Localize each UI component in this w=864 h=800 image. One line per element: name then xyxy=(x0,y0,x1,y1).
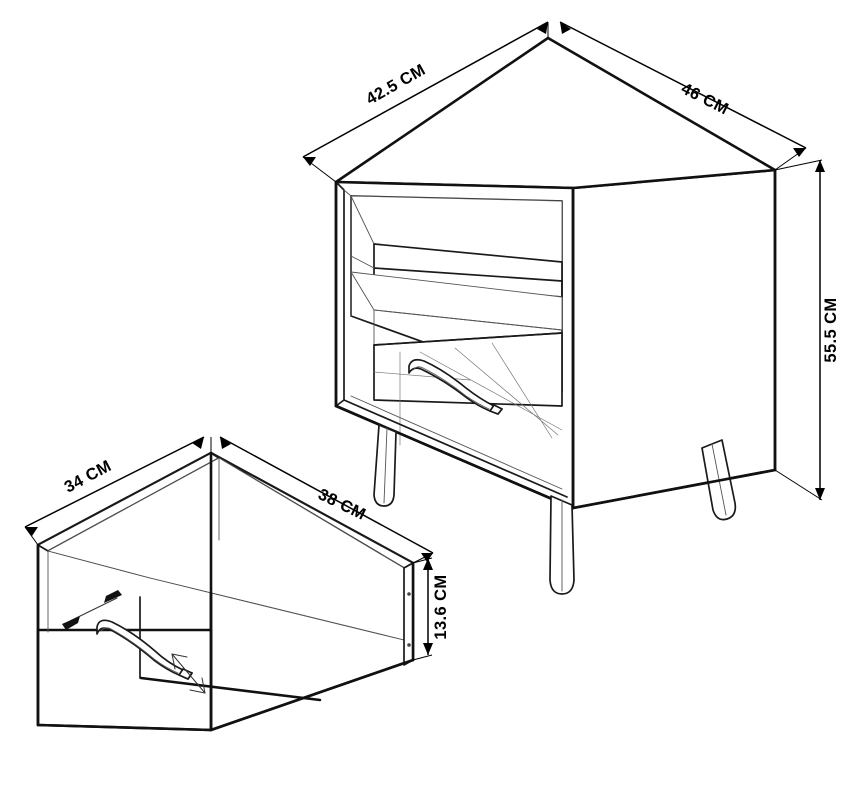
depth-arrowhead-right xyxy=(537,22,548,34)
drawer-front-panel-lower xyxy=(36,628,213,732)
drawer-view xyxy=(36,451,415,732)
dimension-drawer-height: 13.6 CM xyxy=(412,557,450,661)
cabinet-bottom-rail-line xyxy=(350,395,563,490)
drawer-front-construction-line-3 xyxy=(491,342,553,439)
leg-front-left-center-line xyxy=(383,427,388,504)
cabinet-left-board-thickness xyxy=(335,181,345,407)
direction-arrow-secondary-head-a2 xyxy=(171,653,176,670)
drawer-width-arrowhead-left xyxy=(220,437,231,449)
depth-arrowhead-left xyxy=(303,157,316,166)
drawer-height-extension-top xyxy=(412,557,433,564)
drawer-width-arrowhead-right xyxy=(421,553,433,562)
drawer-front-bottom-heavy-edge xyxy=(139,676,322,702)
height-extension-line-bottom xyxy=(774,469,823,501)
cabinet-view xyxy=(334,36,777,595)
cabinet-lower-cavity-shadow xyxy=(373,309,563,331)
height-arrowhead-bottom xyxy=(815,488,825,500)
cabinet-bottom-front-inner-edge xyxy=(343,399,568,498)
depth-dimension-line xyxy=(302,21,549,158)
drawer-width-dimension-line xyxy=(219,436,434,554)
drawer-handle xyxy=(96,619,193,680)
drawer-depth-arrowhead-right xyxy=(192,437,204,449)
drawer-screw-hole-lower xyxy=(407,643,411,647)
cabinet-shelf-left-return xyxy=(350,255,375,269)
drawer-direction-arrow-secondary xyxy=(171,653,206,694)
drawer-height-arrowhead-top xyxy=(423,558,433,570)
direction-arrow-secondary-shaft xyxy=(171,653,206,694)
cabinet-leg-front-right xyxy=(549,495,575,595)
drawer-bottom-front-edge xyxy=(36,723,213,732)
direction-arrow-secondary-head-a1 xyxy=(171,653,188,658)
height-extension-line-top xyxy=(774,159,823,171)
drawer-depth-extension-left xyxy=(24,526,39,546)
leg-front-left-body xyxy=(373,424,397,507)
dimension-cabinet-height: 55.5 CM xyxy=(774,159,840,501)
drawer-depth-arrowhead-left xyxy=(25,527,38,536)
width-arrowhead-right xyxy=(793,148,806,157)
drawer-right-end-panel xyxy=(403,562,414,666)
cabinet-right-side-panel xyxy=(571,168,777,510)
width-dimension-line xyxy=(559,21,807,149)
cabinet-drawer-top-gap xyxy=(373,332,563,346)
cabinet-bottom-right-edge xyxy=(571,468,777,510)
drawer-interior-bottom-seam xyxy=(149,577,405,641)
height-arrowhead-top xyxy=(815,160,825,172)
direction-arrow-primary-head-right xyxy=(104,590,122,603)
handle-end-cap xyxy=(489,404,503,415)
direction-arrow-primary-head-left xyxy=(62,616,80,630)
drawer-screw-hole-upper xyxy=(407,592,411,596)
direction-arrow-secondary-head-b1 xyxy=(189,689,206,694)
cabinet-bottom-front-edge xyxy=(334,404,575,510)
drawer-direction-arrow-primary xyxy=(62,590,122,630)
width-arrowhead-left xyxy=(560,22,571,34)
cabinet-drawer-handle xyxy=(408,358,503,415)
drawer-height-arrowhead-bottom xyxy=(423,643,433,655)
drawer-interior-bottom-left-seam xyxy=(47,550,151,579)
drawer-handle-bar-inner-line xyxy=(100,627,179,674)
dimension-label-drawer-height: 13.6 CM xyxy=(432,574,450,639)
drawer-depth-dimension-line xyxy=(24,436,205,528)
drawer-bottom-right-edge xyxy=(209,658,415,732)
direction-arrow-secondary-head-b2 xyxy=(201,677,206,694)
handle-bar-inner-line xyxy=(412,366,490,410)
cabinet-leg-front-left xyxy=(373,424,397,507)
drawer-height-extension-bottom xyxy=(412,654,433,661)
dimension-label-cabinet-height: 55.5 CM xyxy=(822,297,840,362)
drawer-handle-end-cap xyxy=(178,668,193,680)
